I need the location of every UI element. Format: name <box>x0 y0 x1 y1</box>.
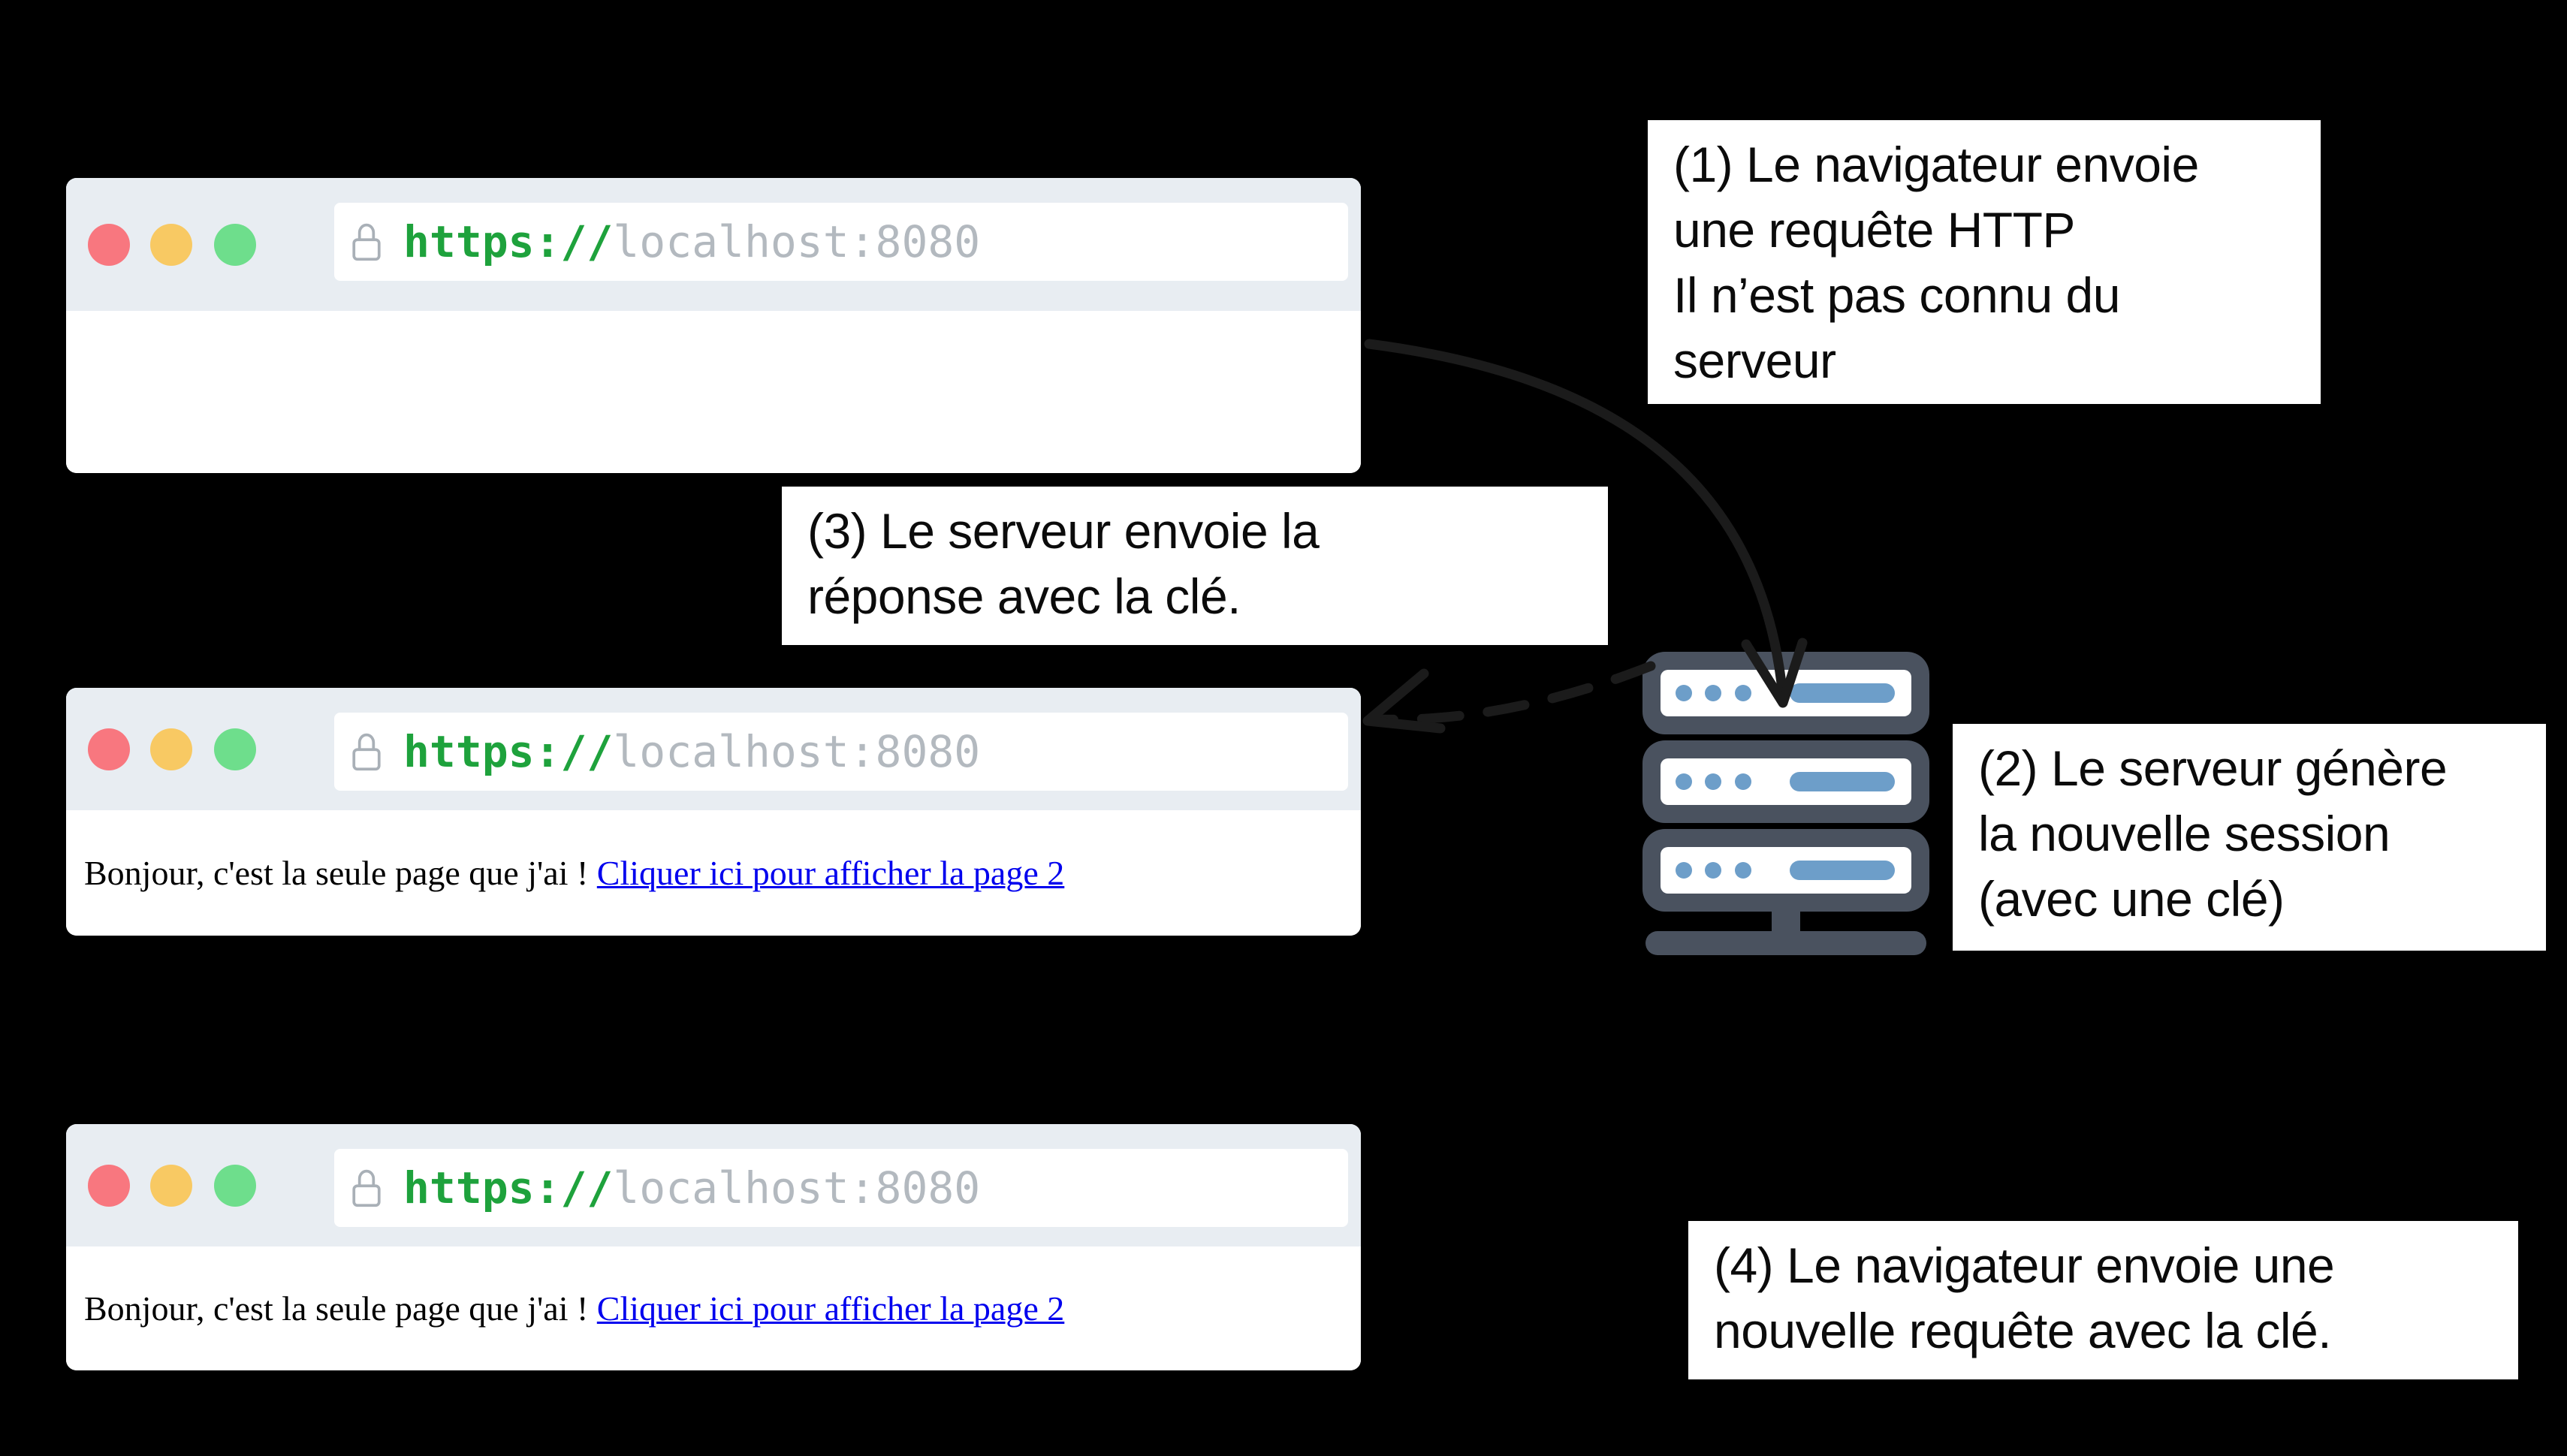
server-unit <box>1642 740 1929 823</box>
browser-titlebar: https://localhost:8080 <box>66 1124 1361 1246</box>
minimize-window-button[interactable] <box>150 223 192 266</box>
url-text: https://localhost:8080 <box>403 1162 980 1213</box>
zoom-window-button[interactable] <box>214 223 256 266</box>
browser-window-2: https://localhost:8080 Bonjour, c'est la… <box>66 688 1361 936</box>
server-icon <box>1642 652 1929 955</box>
browser-titlebar: https://localhost:8080 <box>66 178 1361 311</box>
url-text: https://localhost:8080 <box>403 726 980 777</box>
minimize-window-button[interactable] <box>150 1164 192 1207</box>
browser-window-3: https://localhost:8080 Bonjour, c'est la… <box>66 1124 1361 1370</box>
server-unit <box>1642 829 1929 912</box>
annotation-step-3: (3) Le serveur envoie la réponse avec la… <box>782 487 1608 645</box>
server-base <box>1645 931 1926 955</box>
minimize-window-button[interactable] <box>150 728 192 770</box>
response-arrow <box>1362 661 1656 734</box>
page-body: Bonjour, c'est la seule page que j'ai ! … <box>66 1246 1361 1370</box>
page-link[interactable]: Cliquer ici pour afficher la page 2 <box>596 854 1065 892</box>
url-bar[interactable]: https://localhost:8080 <box>334 1149 1348 1227</box>
lock-icon[interactable] <box>351 222 382 262</box>
url-host: localhost:8080 <box>613 726 981 777</box>
url-scheme: https:// <box>403 1162 614 1213</box>
zoom-window-button[interactable] <box>214 1164 256 1207</box>
url-bar[interactable]: https://localhost:8080 <box>334 203 1348 281</box>
annotation-step-2: (2) Le serveur génère la nouvelle sessio… <box>1953 724 2546 951</box>
page-body <box>66 311 1361 473</box>
page-text: Bonjour, c'est la seule page que j'ai ! <box>84 1289 597 1328</box>
close-window-button[interactable] <box>88 1164 130 1207</box>
url-text: https://localhost:8080 <box>403 216 980 267</box>
close-window-button[interactable] <box>88 223 130 266</box>
close-window-button[interactable] <box>88 728 130 770</box>
zoom-window-button[interactable] <box>214 728 256 770</box>
lock-icon[interactable] <box>351 731 382 772</box>
page-body: Bonjour, c'est la seule page que j'ai ! … <box>66 810 1361 936</box>
server-unit <box>1642 652 1929 734</box>
browser-titlebar: https://localhost:8080 <box>66 688 1361 810</box>
url-host: localhost:8080 <box>613 216 981 267</box>
url-host: localhost:8080 <box>613 1162 981 1213</box>
lock-icon[interactable] <box>351 1168 382 1208</box>
page-link[interactable]: Cliquer ici pour afficher la page 2 <box>596 1289 1065 1328</box>
url-bar[interactable]: https://localhost:8080 <box>334 713 1348 791</box>
url-scheme: https:// <box>403 726 614 777</box>
browser-window-1: https://localhost:8080 <box>66 178 1361 473</box>
annotation-step-4: (4) Le navigateur envoie une nouvelle re… <box>1688 1221 2518 1379</box>
url-scheme: https:// <box>403 216 614 267</box>
annotation-step-1: (1) Le navigateur envoie une requête HTT… <box>1648 120 2321 404</box>
page-text: Bonjour, c'est la seule page que j'ai ! <box>84 854 597 892</box>
